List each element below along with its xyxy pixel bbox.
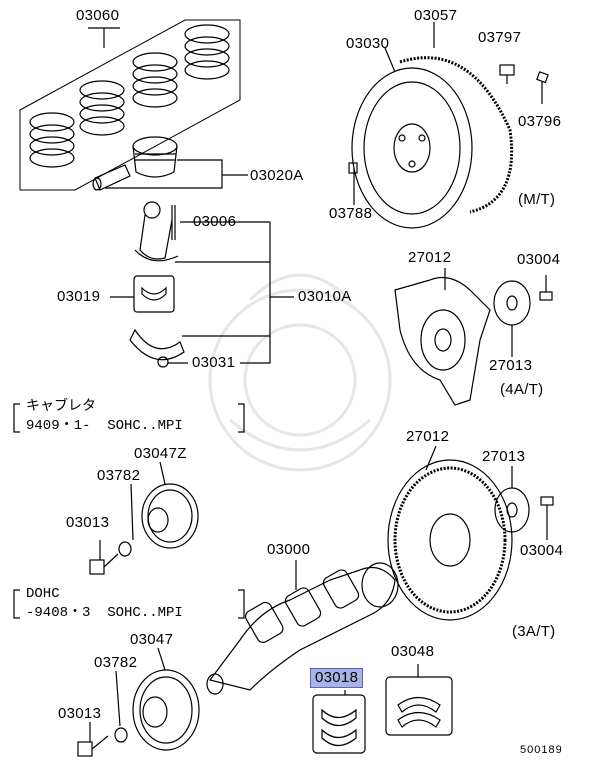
rod-cap — [129, 328, 185, 368]
label-27013-upper[interactable]: 27013 — [489, 357, 533, 374]
connecting-rod — [134, 201, 179, 262]
label-03030[interactable]: 03030 — [346, 35, 390, 52]
pulley-upper — [141, 483, 199, 549]
label-03019[interactable]: 03019 — [57, 288, 101, 305]
label-03010a[interactable]: 03010A — [298, 288, 352, 305]
label-03048[interactable]: 03048 — [391, 643, 435, 660]
piston-pin — [92, 164, 131, 191]
label-27012-upper[interactable]: 27012 — [408, 249, 452, 266]
label-03031[interactable]: 03031 — [192, 354, 236, 371]
label-03013-lower[interactable]: 03013 — [58, 705, 102, 722]
pulley-bolt-lower — [77, 735, 109, 757]
label-03006[interactable]: 03006 — [193, 213, 237, 230]
adapter-plate-3at — [494, 487, 530, 533]
label-03004-lower[interactable]: 03004 — [520, 542, 564, 559]
label-03020a[interactable]: 03020A — [250, 167, 304, 184]
bolt-4at — [539, 275, 553, 301]
piston-rings-box — [19, 19, 241, 191]
watermark-emblem — [208, 273, 392, 472]
adapter-plate-4at — [493, 280, 531, 326]
note-dohc: DOHC -9408・3 SOHC..MPI — [26, 586, 183, 621]
label-3at: (3A/T) — [512, 623, 556, 640]
ring-gear-mt — [399, 56, 514, 214]
diagram-code: 500189 — [520, 744, 563, 756]
note-carb: キャブレタ 9409・1- SOHC..MPI — [26, 399, 183, 434]
label-03013-upper[interactable]: 03013 — [66, 514, 110, 531]
pulley-bolt-upper — [89, 553, 119, 575]
label-03057[interactable]: 03057 — [414, 7, 458, 24]
label-03047[interactable]: 03047 — [130, 631, 174, 648]
label-03782-upper[interactable]: 03782 — [97, 467, 141, 484]
label-27013-lower[interactable]: 27013 — [482, 448, 526, 465]
label-03047z[interactable]: 03047Z — [134, 445, 187, 462]
label-03060[interactable]: 03060 — [76, 7, 120, 24]
label-4at: (4A/T) — [500, 381, 544, 398]
drive-plate-3at — [387, 459, 513, 621]
label-mt: (M/T) — [518, 191, 556, 208]
bolt-3at — [540, 496, 554, 540]
dowel-pin — [536, 71, 549, 104]
piston — [132, 136, 178, 178]
flywheel-mt — [351, 67, 473, 229]
crankshaft — [206, 562, 399, 695]
label-03796[interactable]: 03796 — [518, 113, 562, 130]
label-03004-upper[interactable]: 03004 — [517, 251, 561, 268]
label-03000[interactable]: 03000 — [267, 541, 311, 558]
label-03788[interactable]: 03788 — [329, 205, 373, 222]
flywheel-bolt — [499, 64, 515, 84]
ring-sets — [29, 24, 230, 168]
label-03018-highlighted[interactable]: 03018 — [310, 668, 364, 688]
label-03782-lower[interactable]: 03782 — [94, 654, 138, 671]
pulley-lower — [132, 669, 200, 751]
label-27012-lower[interactable]: 27012 — [406, 428, 450, 445]
drive-plate-4at — [394, 277, 491, 406]
label-03797[interactable]: 03797 — [478, 29, 522, 46]
